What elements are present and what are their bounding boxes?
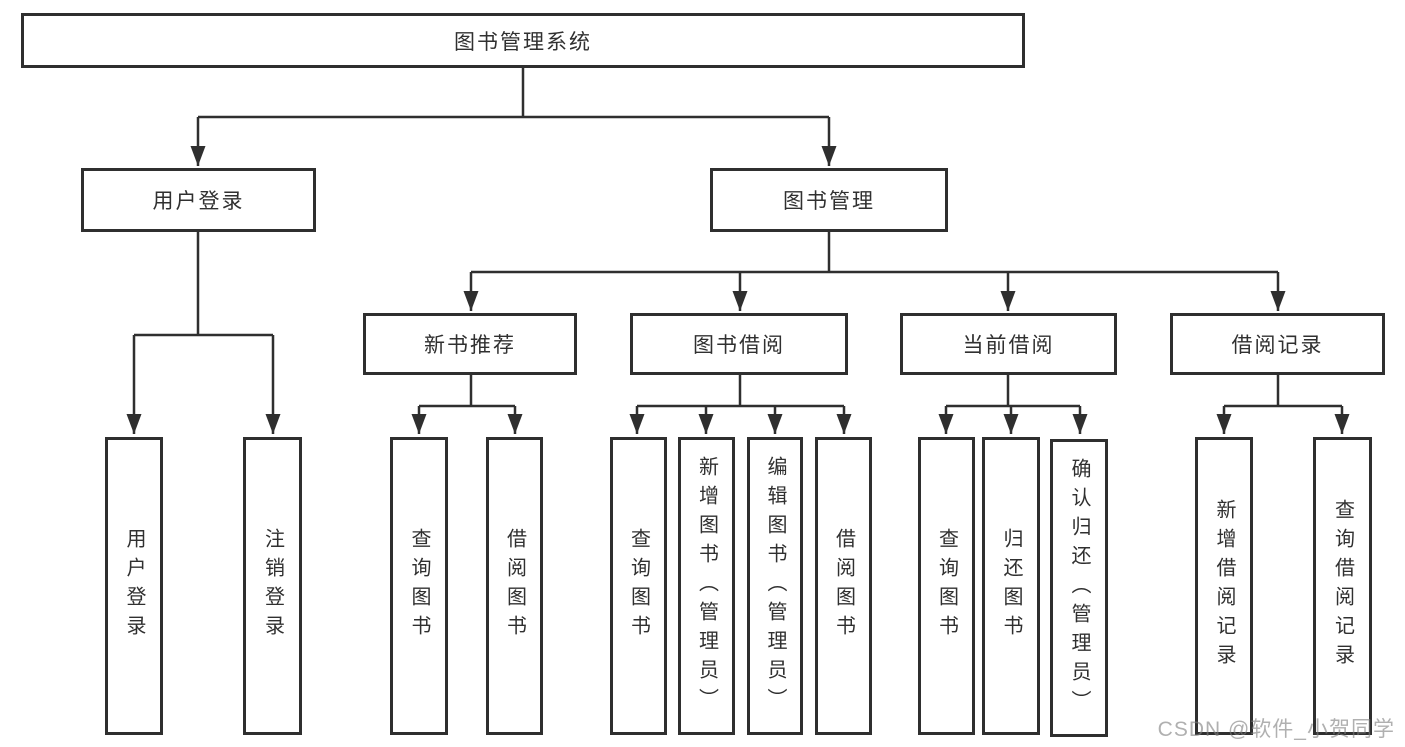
leaf-br-query-record: 查询借阅记录 bbox=[1313, 437, 1372, 735]
leaf-br-add-record-label: 新增借阅记录 bbox=[1213, 499, 1235, 673]
node-book-management-label: 图书管理 bbox=[783, 189, 875, 213]
leaf-rec-query-book: 查询图书 bbox=[390, 437, 448, 735]
leaf-bb-query-book: 查询图书 bbox=[610, 437, 667, 735]
node-book-borrow: 图书借阅 bbox=[630, 313, 848, 375]
leaf-cb-query-book: 查询图书 bbox=[918, 437, 975, 735]
node-borrow-records: 借阅记录 bbox=[1170, 313, 1385, 375]
leaf-br-query-record-label: 查询借阅记录 bbox=[1331, 499, 1354, 673]
leaf-cb-confirm-return-admin: 确认归还（管理员） bbox=[1050, 439, 1108, 737]
leaf-logout-label: 注销登录 bbox=[261, 528, 284, 644]
leaf-rec-query-book-label: 查询图书 bbox=[408, 528, 430, 644]
node-root-system: 图书管理系统 bbox=[21, 13, 1025, 68]
leaf-rec-borrow-book: 借阅图书 bbox=[486, 437, 543, 735]
leaf-bb-query-book-label: 查询图书 bbox=[627, 528, 650, 644]
node-book-management: 图书管理 bbox=[710, 168, 948, 232]
node-user-login: 用户登录 bbox=[81, 168, 316, 232]
leaf-bb-borrow-book: 借阅图书 bbox=[815, 437, 872, 735]
leaf-bb-edit-book-admin: 编辑图书（管理员） bbox=[747, 437, 803, 735]
node-book-borrow-label: 图书借阅 bbox=[693, 333, 785, 357]
leaf-br-add-record: 新增借阅记录 bbox=[1195, 437, 1253, 735]
leaf-logout: 注销登录 bbox=[243, 437, 302, 735]
node-root-label: 图书管理系统 bbox=[454, 29, 592, 54]
leaf-cb-query-book-label: 查询图书 bbox=[935, 528, 958, 644]
node-user-login-label: 用户登录 bbox=[152, 189, 245, 213]
watermark: CSDN @软件_小贺同学 bbox=[1157, 718, 1395, 741]
leaf-user-login-label: 用户登录 bbox=[123, 528, 145, 644]
leaf-cb-return-book-label: 归还图书 bbox=[1000, 528, 1022, 644]
node-borrow-records-label: 借阅记录 bbox=[1231, 333, 1324, 357]
leaf-cb-return-book: 归还图书 bbox=[982, 437, 1040, 735]
node-new-book-recommend: 新书推荐 bbox=[363, 313, 577, 375]
node-current-borrow-label: 当前借阅 bbox=[962, 333, 1055, 357]
leaf-bb-borrow-book-label: 借阅图书 bbox=[832, 528, 855, 644]
leaf-cb-confirm-return-admin-label: 确认归还（管理员） bbox=[1068, 457, 1090, 719]
leaf-bb-add-book-admin-label: 新增图书（管理员） bbox=[695, 455, 718, 717]
leaf-user-login: 用户登录 bbox=[105, 437, 163, 735]
node-new-book-recommend-label: 新书推荐 bbox=[424, 333, 516, 357]
leaf-bb-add-book-admin: 新增图书（管理员） bbox=[678, 437, 735, 735]
leaf-rec-borrow-book-label: 借阅图书 bbox=[503, 528, 526, 644]
leaf-bb-edit-book-admin-label: 编辑图书（管理员） bbox=[764, 455, 786, 717]
node-current-borrow: 当前借阅 bbox=[900, 313, 1117, 375]
